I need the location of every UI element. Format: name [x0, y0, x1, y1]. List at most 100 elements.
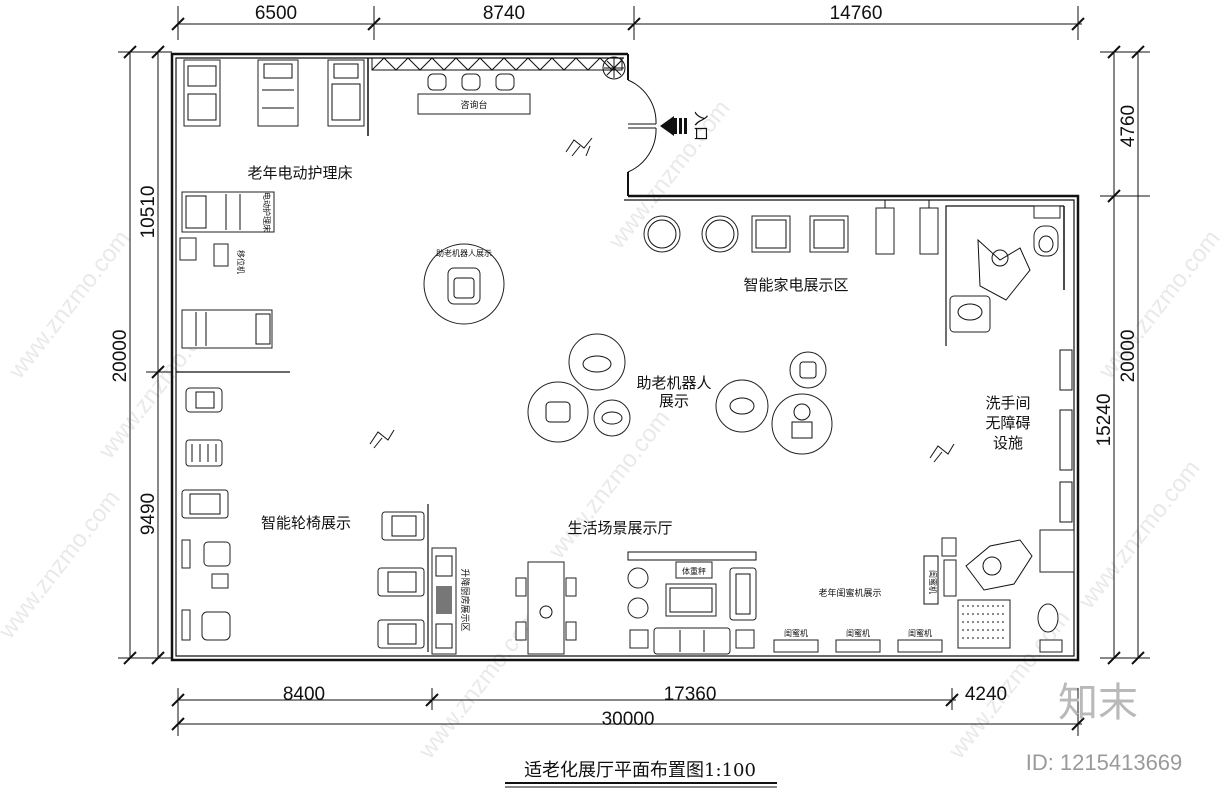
person-icon [929, 443, 955, 463]
robot-center-label-1: 助老机器人 [636, 374, 711, 392]
robot-display-small-label: 助老机器人展示 [436, 248, 492, 258]
robot-icon [447, 267, 481, 305]
robot-display-ring [568, 333, 626, 391]
lift-kitchen: 升降厨房展示区 [431, 547, 471, 655]
dim-left-2: 9490 [138, 493, 159, 535]
consult-desk: 咨询台 [417, 73, 531, 115]
page-title: 适老化展厅平面布置图1:100 [524, 760, 756, 781]
side-table-icon [629, 629, 649, 649]
wheelchair-column: 智能轮椅展示 [181, 387, 351, 641]
dim-right-2: 15240 [1094, 394, 1115, 447]
dim-right-total: 20000 [1118, 330, 1139, 383]
robot-display-ring [771, 393, 833, 455]
nursing-bed-icon [327, 59, 365, 127]
dining-set [515, 561, 577, 655]
sofa-icon [729, 567, 757, 621]
wheelchair-icon [185, 387, 223, 413]
dimension-bottom: 8400 17360 4240 30000 [171, 684, 1085, 736]
shower-floor-icon [957, 599, 1011, 649]
drawing-title: 适老化展厅平面布置图1:100 [505, 760, 777, 788]
wheelchair-user-icon [977, 238, 1031, 301]
nursing-bed-icon [257, 59, 299, 127]
companion-machine-zone: 老年闺蜜机展示 闺蜜机 闺蜜机 闺蜜机 闺蜜机 [773, 555, 943, 653]
recliner-icon [377, 619, 425, 649]
appliance-icon [919, 207, 939, 255]
appliance-icon [751, 215, 791, 253]
plant-icon [602, 56, 626, 80]
appliance-icon [875, 207, 895, 255]
nursing-bed-icon [181, 309, 273, 349]
robot-display-ring [789, 351, 827, 389]
person-icon [565, 137, 593, 157]
person-icon [369, 429, 395, 449]
dim-top-3: 14760 [830, 3, 883, 24]
restroom-label-1: 洗手间 [985, 394, 1030, 412]
dim-bottom-3: 4240 [965, 684, 1007, 705]
shift-machine-label: 移位机 [236, 250, 246, 274]
appliance-icon [701, 215, 739, 253]
image-id: ID: 1215413669 [1026, 750, 1183, 775]
electric-bed-zone-label: 老年电动护理床 [247, 164, 352, 182]
smart-appliance-zone: 智能家电展示区 [643, 200, 939, 294]
entrance-label: 入口 [692, 111, 710, 141]
restroom-label-3: 设施 [993, 434, 1023, 452]
side-table-icon [735, 629, 755, 649]
appliance-icon [643, 215, 681, 253]
sink-icon [1039, 529, 1075, 573]
companion-unit-label: 闺蜜机 [908, 628, 932, 638]
dim-right-1: 4760 [1118, 105, 1139, 147]
dimension-right: 4760 20000 15240 [1094, 45, 1150, 665]
consult-desk-label: 咨询台 [460, 99, 487, 111]
recliner-icon [377, 567, 425, 597]
restroom-label-2: 无障碍 [985, 414, 1030, 432]
robot-display: 助老机器人展示 助老机器人 展示 [423, 243, 833, 455]
dim-top-1: 6500 [255, 3, 297, 24]
recliner-column [377, 504, 429, 652]
desk-chair-icon [427, 73, 515, 91]
watermark-text: www.znzmo.com [1093, 225, 1226, 384]
dimension-left: 10510 20000 9490 [110, 45, 172, 665]
bed-tag-label: 电动护理床 [262, 192, 272, 232]
companion-side-label: 闺蜜机 [928, 570, 938, 594]
wheelchair-icon [185, 439, 223, 467]
weight-scale-icon [675, 561, 713, 579]
outer-walls [170, 52, 1080, 662]
robot-center-label-2: 展示 [659, 392, 689, 410]
entrance-arrow-icon [660, 116, 674, 136]
robot-display-ring [593, 399, 631, 437]
wheelchair-zone-label: 智能轮椅展示 [261, 514, 351, 532]
dim-bottom-1: 8400 [283, 684, 325, 705]
sink-icon [949, 295, 991, 333]
dim-top-2: 8740 [483, 3, 525, 24]
coffee-table-icon [665, 583, 717, 617]
entrance: 入口 [602, 56, 710, 173]
brand-logo: 知末 [1058, 680, 1138, 726]
robot-display-ring [715, 379, 769, 433]
toilet-icon [1037, 603, 1059, 633]
person-icons [369, 137, 955, 463]
kitchen-zone-label: 升降厨房展示区 [459, 568, 471, 631]
companion-unit-label: 闺蜜机 [846, 628, 870, 638]
nursing-bed-icon [181, 191, 275, 233]
dim-left-total: 20000 [110, 330, 131, 383]
wheelchair-icon [181, 539, 231, 569]
dim-bottom-2: 17360 [664, 684, 717, 705]
companion-zone-label: 老年闺蜜机展示 [818, 587, 881, 599]
companion-machine-unit: 闺蜜机 [835, 628, 881, 653]
watermark-text: www.znzmo.com [1073, 455, 1206, 614]
wheelchair-user-icon [965, 539, 1033, 591]
appliance-zone-label: 智能家电展示区 [743, 276, 848, 294]
sofa-icon [653, 627, 731, 655]
armchair-icon [627, 597, 649, 619]
nursing-bed-icon [183, 59, 221, 127]
robot-display-ring [527, 381, 589, 443]
companion-machine-unit: 闺蜜机 [773, 628, 819, 653]
armchair-icon [627, 567, 649, 589]
dining-table-icon [527, 561, 565, 655]
watermark-text: www.znzmo.com [0, 485, 126, 644]
recliner-icon [381, 511, 425, 541]
dimension-top: 6500 8740 14760 [171, 3, 1085, 40]
wheelchair-icon [181, 609, 231, 641]
